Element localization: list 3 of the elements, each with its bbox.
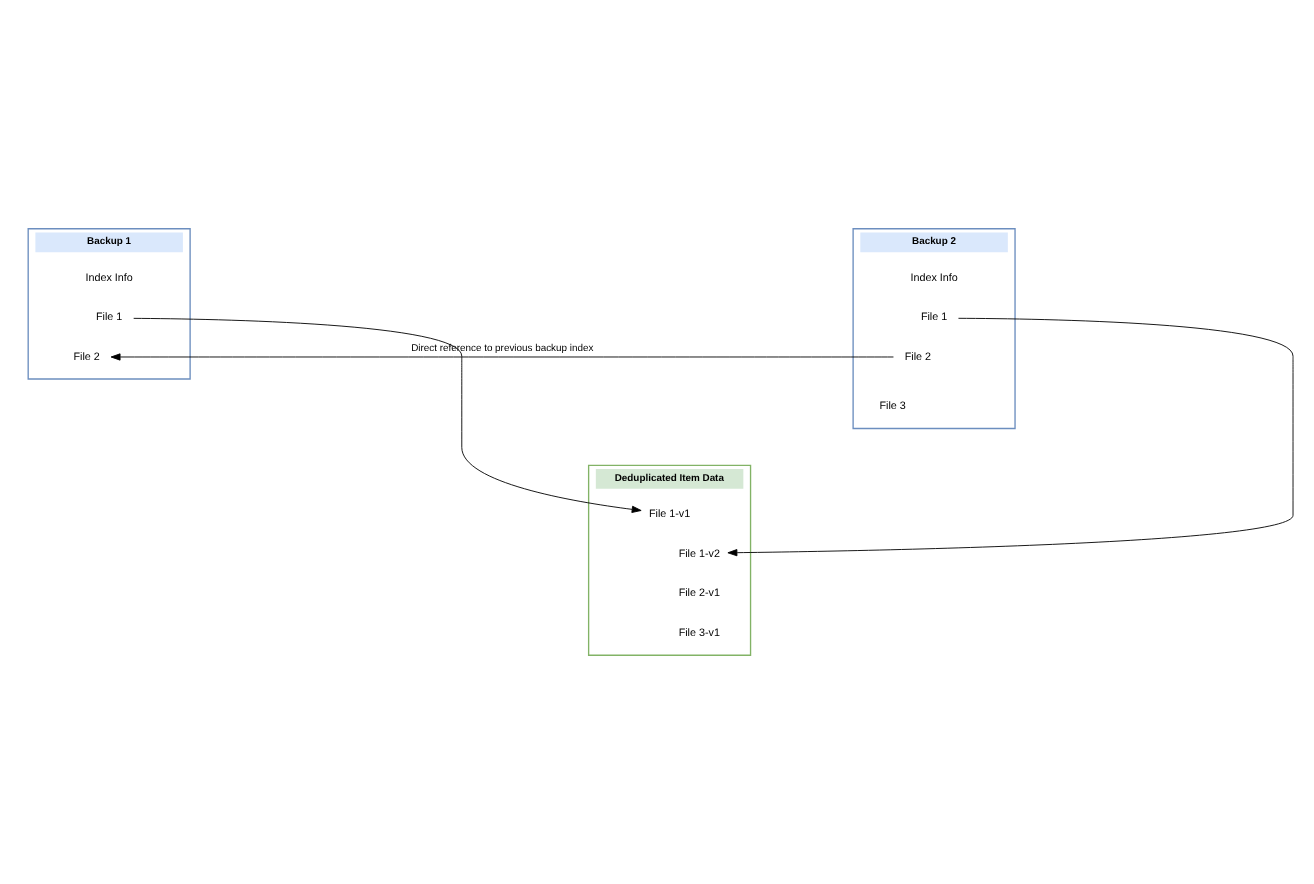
arrow xyxy=(133,317,642,513)
arrow xyxy=(727,317,1294,557)
arrow xyxy=(110,353,894,361)
